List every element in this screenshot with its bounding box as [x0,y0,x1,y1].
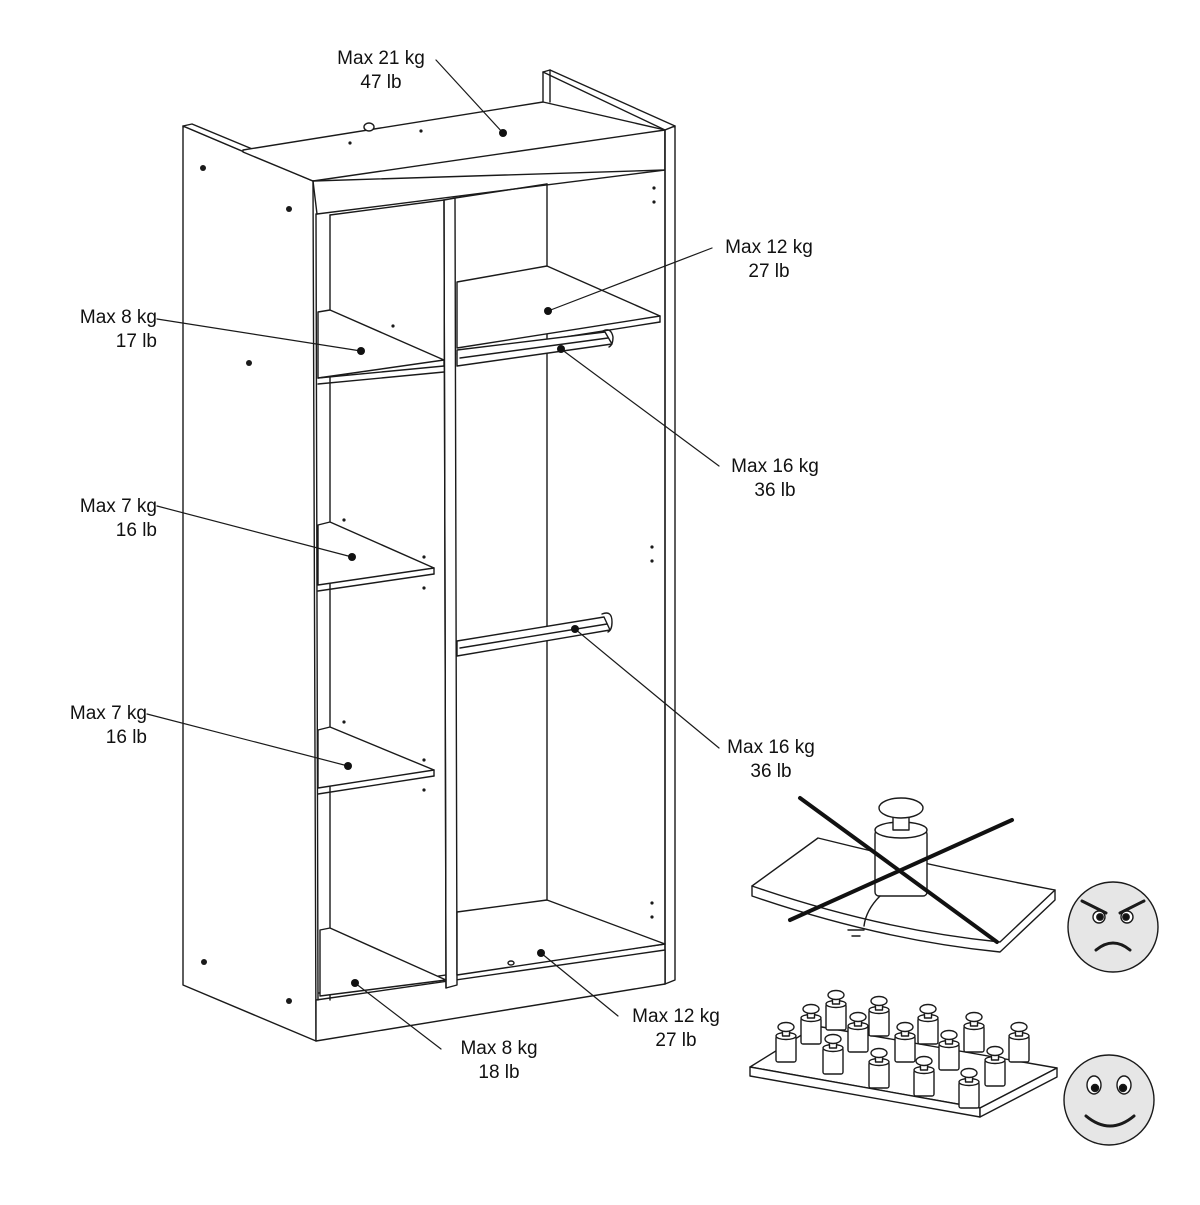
happy-face-icon [1063,1054,1155,1146]
load-point-top [499,129,507,137]
small-weight-icon [938,1029,960,1071]
label-upper-left-shelf-lb: 17 lb [115,331,157,352]
small-weight-icon [917,1003,939,1045]
load-point-upper-left [357,347,365,355]
right-side-panel [664,125,676,985]
label-middle-left-shelf-kg: Max 7 kg [79,496,157,517]
rails [456,329,614,657]
shelf-middle-left [317,521,435,586]
label-lower-rail-lb: 36 lb [750,761,792,782]
bottom-plinth [315,949,666,1042]
label-top-shelf: Max 21 kg 47 lb [322,47,440,95]
top-panel [242,101,666,182]
label-upper-rail-kg: Max 16 kg [731,456,819,477]
label-upper-left-shelf-kg: Max 8 kg [79,307,157,328]
label-bottom-right-kg: Max 12 kg [632,1006,720,1027]
load-point-middle-left [348,553,356,561]
load-point-rail-lower [571,625,579,633]
small-weight-icon [984,1045,1006,1087]
small-weight-icon [825,989,847,1031]
label-lower-rail: Max 16 kg 36 lb [712,736,830,784]
label-upper-right-shelf-kg: Max 12 kg [725,237,813,258]
small-weight-icon [868,995,890,1037]
small-weight-icon [913,1055,935,1097]
load-point-rail-upper [557,345,565,353]
small-weight-icon [775,1021,797,1063]
angry-face-icon [1067,881,1159,973]
small-weight-icon [800,1003,822,1045]
small-weight-icon [822,1033,844,1075]
small-weight-icon [894,1021,916,1063]
small-weight-icon [1008,1021,1030,1063]
pin-holes [200,129,656,1004]
label-bottom-left-lb: 18 lb [478,1062,520,1083]
label-upper-rail: Max 16 kg 36 lb [716,455,834,503]
cross-line-2 [788,818,1014,922]
label-middle-left-shelf: Max 7 kg 16 lb [40,495,157,543]
load-point-bottom-left [351,979,359,987]
label-bottom-right: Max 12 kg 27 lb [617,1005,735,1053]
load-point-upper-right [544,307,552,315]
small-weight-icon [958,1067,980,1109]
label-bottom-left-kg: Max 8 kg [460,1038,538,1059]
right-load-example [749,989,1058,1118]
heavy-weight-icon [863,797,928,927]
label-lower-left-shelf-kg: Max 7 kg [69,703,147,724]
load-points [344,129,579,987]
wrong-load-example [751,796,1056,953]
label-middle-left-shelf-lb: 16 lb [115,520,157,541]
label-bottom-left: Max 8 kg 18 lb [440,1037,558,1085]
label-lower-left-shelf: Max 7 kg 16 lb [30,702,147,750]
shelves [317,265,661,795]
load-point-bottom-right [537,949,545,957]
label-bottom-right-lb: 27 lb [655,1030,697,1051]
small-weights [775,989,1030,1109]
label-upper-right-shelf: Max 12 kg 27 lb [710,236,828,284]
label-upper-rail-lb: 36 lb [754,480,796,501]
label-lower-left-shelf-lb: 16 lb [105,727,147,748]
label-upper-right-shelf-lb: 27 lb [748,261,790,282]
label-upper-left-shelf: Max 8 kg 17 lb [40,306,157,354]
wardrobe-carcass [182,69,676,1042]
small-weight-icon [868,1047,890,1089]
leader-lines [146,59,720,1050]
left-side-panel [182,125,317,1042]
label-lower-rail-kg: Max 16 kg [727,737,815,758]
label-top-shelf-lb: 47 lb [360,72,402,93]
load-point-lower-left [344,762,352,770]
small-weight-icon [847,1011,869,1053]
small-weight-icon [963,1011,985,1053]
label-top-shelf-kg: Max 21 kg [337,48,425,69]
